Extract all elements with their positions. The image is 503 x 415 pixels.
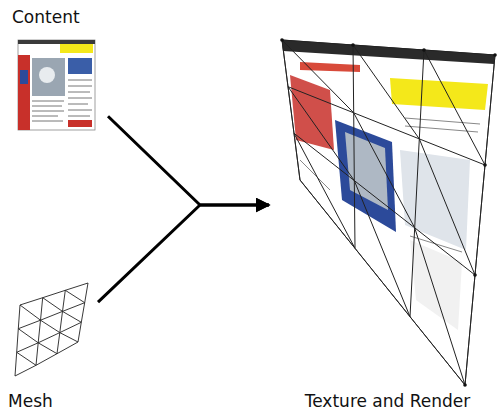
mesh-wireframe [15, 283, 88, 376]
caption-label: Texture and Render [270, 390, 503, 412]
rendered-surface [280, 38, 497, 387]
picture-group: Texture and Render [270, 28, 503, 412]
picture-group: Mesh [8, 278, 98, 412]
content-thumbnail [18, 40, 95, 130]
flow-arrow [108, 116, 269, 205]
picture-group: Content [12, 6, 108, 134]
caption-label: Content [12, 6, 108, 28]
flow-arrow [98, 205, 269, 302]
caption-label: Mesh [8, 390, 98, 412]
